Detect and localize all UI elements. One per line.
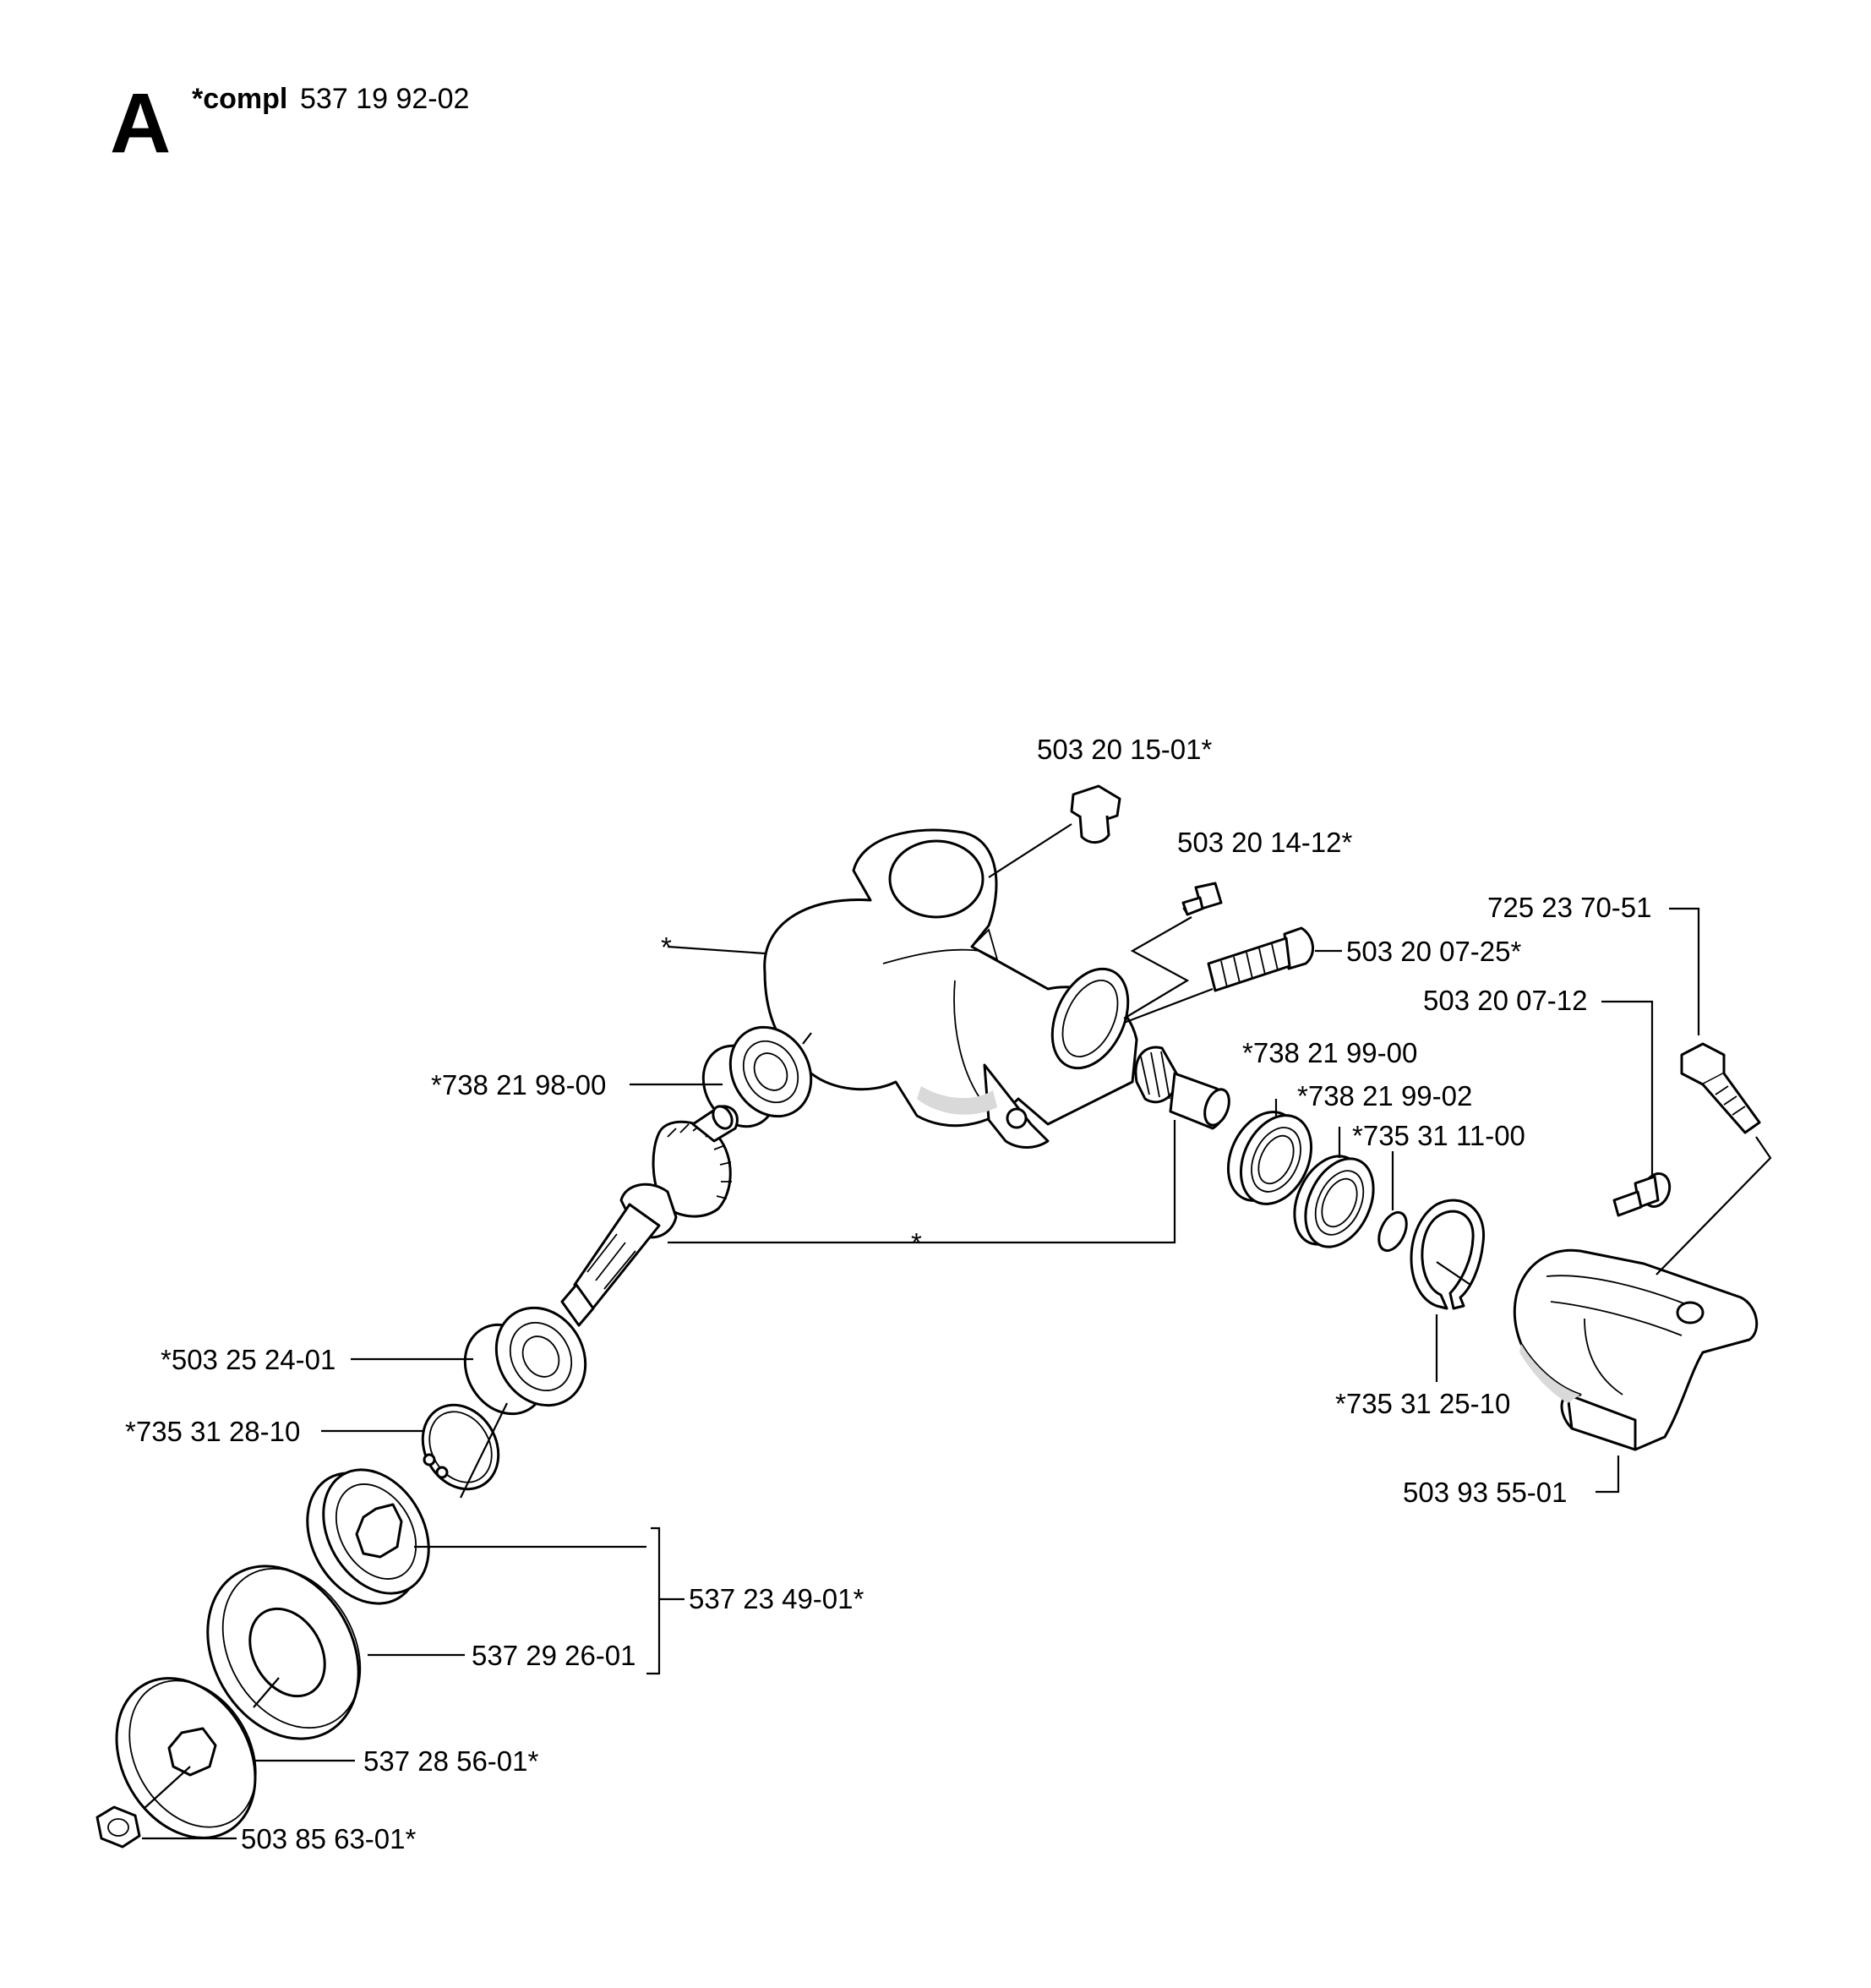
bracket-537234901 bbox=[646, 1526, 661, 1675]
circlip-735312810 bbox=[421, 1403, 500, 1491]
label-503252401: *503 25 24-01 bbox=[161, 1344, 335, 1375]
label-housing-star: * bbox=[661, 931, 672, 963]
leader-bolt-housing bbox=[1123, 987, 1214, 1024]
label-537285601: 537 28 56-01* bbox=[363, 1745, 539, 1777]
label-537234901: 537 23 49-01* bbox=[689, 1583, 865, 1614]
leader-503201501 bbox=[988, 823, 1072, 878]
label-503856301: 503 85 63-01* bbox=[241, 1823, 417, 1854]
bearing-738219900 bbox=[1226, 1111, 1313, 1205]
axis-left-3 bbox=[143, 1766, 191, 1810]
label-738219902: *738 21 99-02 bbox=[1297, 1080, 1472, 1111]
leader-hexbolt-shield bbox=[1656, 1136, 1772, 1275]
washer-screw-part bbox=[1612, 1172, 1672, 1217]
leader-gear-star bbox=[668, 1120, 1176, 1244]
housing-axis-1 bbox=[802, 1032, 812, 1045]
leader-housing-star bbox=[667, 945, 766, 955]
drive-flange-part bbox=[306, 1468, 430, 1605]
lower-cup-part bbox=[115, 1677, 257, 1839]
leader-503200712 bbox=[1601, 1000, 1654, 1175]
label-503200712: 503 20 07-12 bbox=[1423, 985, 1588, 1016]
hex-bolt-part bbox=[1680, 1042, 1761, 1134]
pinion-shaft-part bbox=[1134, 1046, 1230, 1130]
section-letter: A bbox=[110, 76, 171, 171]
axis-left-2 bbox=[253, 1677, 280, 1708]
support-cup-part bbox=[206, 1565, 362, 1740]
long-bolt-part bbox=[1207, 926, 1314, 992]
label-gear-star: * bbox=[911, 1227, 922, 1259]
label-503935501: 503 93 55-01 bbox=[1403, 1477, 1568, 1508]
cover-shield-part bbox=[1513, 1248, 1759, 1451]
bearing-738219902 bbox=[1293, 1155, 1375, 1248]
axis-left-1 bbox=[460, 1402, 508, 1499]
leader-725237051 bbox=[1669, 907, 1700, 1035]
leader-503935501 bbox=[1596, 1456, 1620, 1494]
label-725237051: 725 23 70-51 bbox=[1487, 892, 1652, 923]
label-503201501: 503 20 15-01* bbox=[1037, 734, 1213, 765]
gear-housing bbox=[763, 828, 1138, 1149]
circlip-axis bbox=[1436, 1261, 1471, 1286]
plug-part bbox=[1070, 784, 1121, 844]
label-738219900: *738 21 99-00 bbox=[1242, 1037, 1417, 1068]
label-735311100: *735 31 11-00 bbox=[1352, 1120, 1525, 1151]
bearing-503252401 bbox=[463, 1306, 587, 1416]
bevel-gear-shaft-part bbox=[560, 1105, 739, 1327]
small-screw-part bbox=[1181, 882, 1223, 916]
label-503200725: 503 20 07-25* bbox=[1346, 936, 1522, 967]
label-738219800: *738 21 98-00 bbox=[431, 1069, 606, 1100]
leader-503201412 bbox=[1123, 916, 1192, 1019]
circlip-735312510 bbox=[1410, 1199, 1486, 1310]
label-537292601: 537 29 26-01 bbox=[472, 1640, 636, 1671]
compl-prefix: *compl bbox=[192, 83, 287, 115]
ring-735311100 bbox=[1377, 1210, 1408, 1253]
label-735312510: *735 31 25-10 bbox=[1335, 1388, 1510, 1419]
nut-part bbox=[95, 1805, 141, 1849]
compl-number: 537 19 92-02 bbox=[300, 83, 469, 115]
label-503201412: 503 20 14-12* bbox=[1177, 827, 1353, 858]
label-735312810: *735 31 28-10 bbox=[125, 1416, 300, 1447]
